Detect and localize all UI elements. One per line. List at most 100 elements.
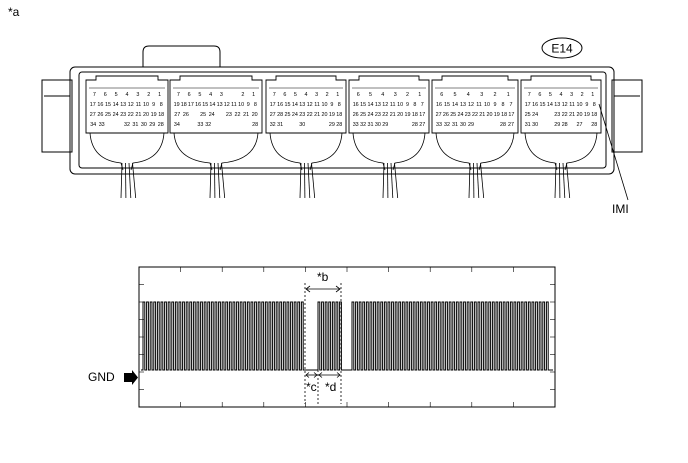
terminal-pin-number: 17 bbox=[525, 102, 531, 108]
terminal-pin-number: 5 bbox=[549, 92, 552, 98]
terminal-pin-number: 14 bbox=[209, 102, 215, 108]
terminal-pin-number: 23 bbox=[375, 112, 381, 118]
terminal-pin-number: 6 bbox=[357, 92, 360, 98]
terminal-pin-number: 32 bbox=[205, 122, 211, 128]
terminal-pin-number: 12 bbox=[128, 102, 134, 108]
terminal-pin-number: 7 bbox=[273, 92, 276, 98]
terminal-pin-number: 12 bbox=[562, 102, 568, 108]
terminal-pin-number: 22 bbox=[472, 112, 478, 118]
terminal-pin-number: 21 bbox=[314, 112, 320, 118]
terminal-pin-number: 18 bbox=[181, 102, 187, 108]
terminal-pin-number: 30 bbox=[375, 122, 381, 128]
terminal-pin-number: 24 bbox=[532, 112, 538, 118]
terminal-pin-number: 29 bbox=[468, 122, 474, 128]
terminal-pin-number: 33 bbox=[353, 122, 359, 128]
imi-terminal-label: IMI bbox=[612, 202, 629, 216]
terminal-pin-number: 32 bbox=[444, 122, 450, 128]
terminal-pin-number: 24 bbox=[368, 112, 374, 118]
terminal-pin-number: 24 bbox=[292, 112, 298, 118]
terminal-pin-number: 15 bbox=[540, 102, 546, 108]
terminal-pin-number: 17 bbox=[508, 112, 514, 118]
terminal-pin-number: 16 bbox=[277, 102, 283, 108]
terminal-pin-number: 27 bbox=[419, 122, 425, 128]
terminal-pin-number: 23 bbox=[554, 112, 560, 118]
terminal-pin-number: 27 bbox=[436, 112, 442, 118]
terminal-pin-number: 5 bbox=[369, 92, 372, 98]
terminal-pin-number: 30 bbox=[299, 122, 305, 128]
imi-leader-line bbox=[598, 103, 629, 201]
terminal-pin-number: 1 bbox=[158, 92, 161, 98]
terminal-pin-number: 11 bbox=[136, 102, 142, 108]
terminal-pin-number: 16 bbox=[436, 102, 442, 108]
terminal-pin-number: 24 bbox=[113, 112, 119, 118]
terminal-pin-number: 5 bbox=[198, 92, 201, 98]
terminal-pin-number: 31 bbox=[368, 122, 374, 128]
terminal-pin-number: 2 bbox=[406, 92, 409, 98]
terminal-pin-number: 28 bbox=[158, 122, 164, 128]
terminal-pin-number: 6 bbox=[538, 92, 541, 98]
terminal-pin-number: 10 bbox=[397, 102, 403, 108]
terminal-pin-number: 25 bbox=[525, 112, 531, 118]
terminal-pin-number: 20 bbox=[487, 112, 493, 118]
terminal-pin-number: 20 bbox=[252, 112, 258, 118]
terminal-pin-number: 31 bbox=[277, 122, 283, 128]
terminal-pin-number: 1 bbox=[507, 92, 510, 98]
terminal-pin-number: 34 bbox=[90, 122, 96, 128]
terminal-pin-number: 16 bbox=[97, 102, 103, 108]
oscilloscope-screen bbox=[138, 266, 556, 408]
terminal-pin-number: 23 bbox=[465, 112, 471, 118]
terminal-pin-number: 6 bbox=[440, 92, 443, 98]
terminal-pin-number: 2 bbox=[147, 92, 150, 98]
terminal-pin-number: 7 bbox=[421, 102, 424, 108]
terminal-pin-number: 31 bbox=[525, 122, 531, 128]
terminal-pin-number: 10 bbox=[238, 102, 244, 108]
terminal-pin-number: 16 bbox=[353, 102, 359, 108]
terminal-pin-number: 28 bbox=[500, 122, 506, 128]
terminal-pin-number: 28 bbox=[591, 122, 597, 128]
terminal-pin-number: 25 bbox=[360, 112, 366, 118]
terminal-pin-number: 13 bbox=[554, 102, 560, 108]
terminal-pin-number: 21 bbox=[243, 112, 249, 118]
terminal-pin-number: 11 bbox=[231, 102, 237, 108]
terminal-pin-number: 22 bbox=[128, 112, 134, 118]
terminal-pin-number: 20 bbox=[577, 112, 583, 118]
terminal-pin-number: 22 bbox=[307, 112, 313, 118]
terminal-pin-number: 19 bbox=[405, 112, 411, 118]
terminal-pin-number: 15 bbox=[202, 102, 208, 108]
terminal-pin-number: 3 bbox=[570, 92, 573, 98]
terminal-pin-number: 22 bbox=[235, 112, 241, 118]
terminal-pin-number: 4 bbox=[560, 92, 563, 98]
terminal-pin-number: 7 bbox=[528, 92, 531, 98]
terminal-pin-number: 3 bbox=[480, 92, 483, 98]
terminal-pin-number: 8 bbox=[593, 102, 596, 108]
terminal-pin-number: 23 bbox=[226, 112, 232, 118]
terminal-pin-number: 4 bbox=[381, 92, 384, 98]
terminal-pin-number: 15 bbox=[444, 102, 450, 108]
terminal-pin-number: 30 bbox=[141, 122, 147, 128]
gnd-label: GND bbox=[88, 370, 115, 384]
terminal-pin-number: 16 bbox=[532, 102, 538, 108]
figure-label: *a bbox=[8, 5, 20, 19]
terminal-pin-number: 21 bbox=[479, 112, 485, 118]
terminal-pin-number: 1 bbox=[252, 92, 255, 98]
connector-housing bbox=[41, 45, 643, 175]
terminal-pin-number: 28 bbox=[562, 122, 568, 128]
terminal-pin-number: 21 bbox=[569, 112, 575, 118]
terminal-pin-number: 13 bbox=[375, 102, 381, 108]
gnd-arrow-icon bbox=[124, 370, 138, 385]
terminal-pin-number: 24 bbox=[209, 112, 215, 118]
terminal-pin-number: 27 bbox=[577, 122, 583, 128]
terminal-pin-number: 6 bbox=[188, 92, 191, 98]
terminal-pin-number: 11 bbox=[476, 102, 482, 108]
terminal-pin-number: 7 bbox=[93, 92, 96, 98]
terminal-pin-number: 27 bbox=[270, 112, 276, 118]
terminal-pin-number: 32 bbox=[360, 122, 366, 128]
terminal-pin-number: 26 bbox=[183, 112, 189, 118]
terminal-pin-number: 4 bbox=[209, 92, 212, 98]
terminal-pin-number: 4 bbox=[126, 92, 129, 98]
